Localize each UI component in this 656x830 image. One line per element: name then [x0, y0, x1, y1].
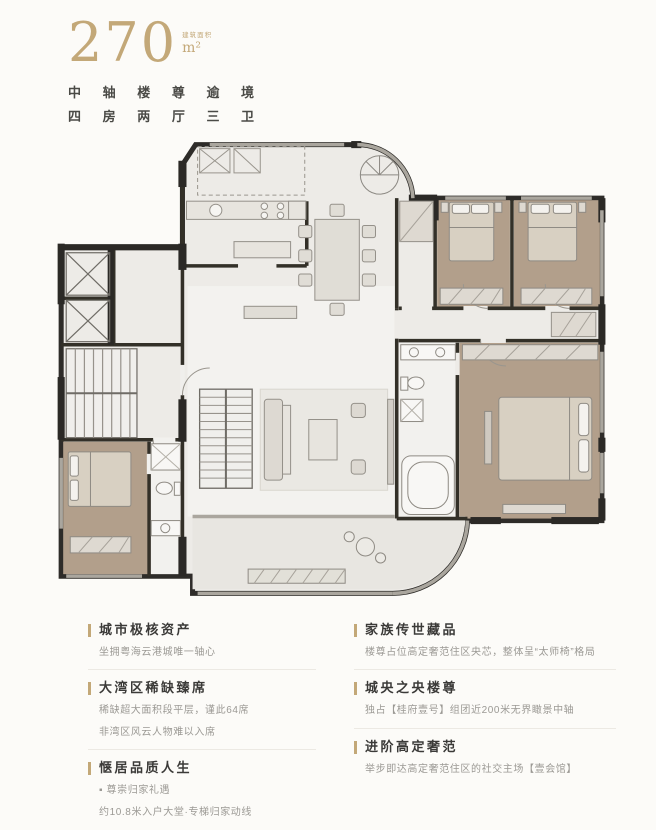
gold-bar-icon: [88, 762, 91, 776]
tagline-2: 四 房 两 厅 三 卫: [68, 109, 264, 124]
feature-scarce-seats: 大湾区稀缺臻席 稀缺超大面积段平层，谨此64席 非湾区风云人物难以入席: [88, 670, 316, 751]
feature-column-left: 城市极核资产 坐拥粤海云港城唯一轴心 大湾区稀缺臻席 稀缺超大面积段平层，谨此6…: [88, 612, 316, 829]
feature-luxury-upgrade: 进阶高定奢范 举步即达高定奢范住区的社交主场【壹会馆】: [354, 729, 616, 786]
windows: [59, 142, 604, 596]
master-bedroom-furniture: [461, 344, 599, 515]
bay-stair-icon: [359, 155, 400, 195]
feature-title: 惬居品质人生: [99, 760, 193, 776]
feature-title: 城央之央楼尊: [365, 680, 459, 696]
door-openings: [146, 306, 570, 475]
feature-city-core: 城市极核资产 坐拥粤海云港城唯一轴心: [88, 612, 316, 671]
floor-plan-svg: [57, 141, 606, 596]
feature-line: 稀缺超大面积段平层，谨此64席: [99, 705, 250, 717]
feature-central-tower: 城央之央楼尊 独占【桂府壹号】组团近200米无界瞰景中轴: [354, 670, 616, 729]
gold-bar-icon: [354, 682, 357, 696]
feature-title: 进阶高定奢范: [365, 738, 459, 754]
bedroom3-furniture: [518, 201, 593, 305]
shear-walls: [57, 141, 606, 577]
taglines: 中 轴 楼 尊 逾 境 四 房 两 厅 三 卫: [68, 86, 263, 123]
bedroom2-furniture: [439, 201, 504, 305]
floor-plan: [46, 134, 612, 610]
gold-bar-icon: [354, 740, 357, 754]
feature-title: 家族传世藏品: [365, 622, 459, 637]
feature-title: 大湾区稀缺臻席: [99, 680, 208, 696]
dining-furniture: [298, 203, 376, 316]
feature-line: ▪ 尊崇归家礼遇: [99, 785, 171, 797]
feature-line: 楼尊占位高定奢范住区央芯，整体呈“太师椅”格局: [365, 646, 596, 658]
kitchen-furniture: [185, 200, 307, 259]
bathroom2-fixtures: [150, 443, 181, 537]
area-unit: m²: [182, 40, 201, 56]
staircase: [198, 388, 253, 489]
gold-bar-icon: [88, 623, 91, 637]
feature-section: 城市极核资产 坐拥粤海云港城唯一轴心 大湾区稀缺臻席 稀缺超大面积段平层，谨此6…: [88, 612, 616, 829]
area-number: 270: [68, 11, 178, 74]
feature-line: 约10.8米入户大堂·专梯归家动线: [99, 806, 252, 818]
feature-line: 举步即达高定奢范住区的社交主场【壹会馆】: [365, 763, 577, 775]
area-label: 建筑面积: [182, 32, 213, 39]
feature-line: 独占【桂府壹号】组团近200米无界瞰景中轴: [365, 705, 575, 717]
feature-line: 坐拥粤海云港城唯一轴心: [99, 646, 216, 658]
header: 270 建筑面积 m² 中 轴 楼 尊 逾 境 四 房 两 厅 三 卫: [68, 16, 263, 124]
elevator-core: [65, 252, 138, 439]
feature-family-heirloom: 家族传世藏品 楼尊占位高定奢范住区央芯，整体呈“太师椅”格局: [354, 612, 616, 671]
feature-title: 城市极核资产: [99, 622, 193, 637]
master-bath-fixtures: [400, 344, 456, 516]
area-unit-stack: 建筑面积 m²: [182, 29, 212, 57]
corridor-closets: [399, 200, 597, 338]
gold-bar-icon: [354, 623, 357, 637]
balcony-furniture: [247, 531, 387, 584]
feature-quality-life: 惬居品质人生 ▪ 尊崇归家礼遇 约10.8米入户大堂·专梯归家动线: [88, 750, 316, 829]
area-figure: 270 建筑面积 m²: [68, 16, 263, 70]
gold-bar-icon: [88, 682, 91, 696]
feature-column-right: 家族传世藏品 楼尊占位高定奢范住区央芯，整体呈“太师椅”格局 城央之央楼尊 独占…: [354, 612, 616, 829]
bedroom4-furniture: [67, 451, 132, 554]
tagline-1: 中 轴 楼 尊 逾 境: [68, 85, 264, 100]
utility-area: [197, 146, 306, 196]
feature-line: 非湾区风云人物难以入席: [99, 726, 216, 738]
living-furniture: [243, 305, 395, 491]
